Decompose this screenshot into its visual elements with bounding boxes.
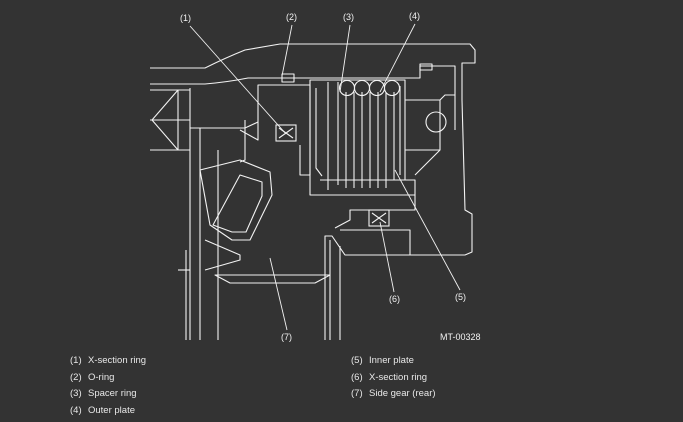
ball-row: [338, 79, 447, 133]
callout-2: (2): [286, 12, 297, 22]
legend-num: (3): [70, 388, 82, 399]
leader-5: [394, 169, 461, 291]
leader-7: [269, 257, 288, 331]
legend-num: (5): [351, 355, 363, 366]
legend-item: (4) Outer plate: [70, 403, 146, 420]
legend-item: (1) X-section ring: [70, 353, 146, 370]
legend-right: (5) Inner plate (6) X-section ring (7) Side…: [351, 353, 436, 403]
bearing-ball: [425, 111, 447, 133]
legend-num: (1): [70, 355, 82, 366]
drawing-lines: [150, 43, 476, 340]
callout-1: (1): [180, 13, 191, 23]
ball-4: [383, 79, 401, 97]
figure-code: MT-00328: [440, 332, 481, 342]
legend-label: Outer plate: [88, 404, 135, 416]
leader-1: [189, 25, 287, 135]
legend-item: (6) X-section ring: [351, 370, 436, 387]
legend-label: Inner plate: [369, 355, 414, 366]
leader-4: [379, 23, 416, 93]
callout-3: (3): [343, 12, 354, 22]
legend-label: O-ring: [88, 371, 115, 383]
legend-item: (5) Inner plate: [351, 353, 436, 370]
legend-item: (2) O-ring: [70, 370, 146, 387]
legend-num: (4): [70, 404, 82, 416]
legend-num: (2): [70, 371, 82, 383]
callout-7: (7): [281, 332, 292, 342]
callout-6: (6): [389, 294, 400, 304]
callout-labels: (1) (2) (3) (4) (5) (6) (7) MT-00328: [180, 11, 481, 342]
legend-label: Spacer ring: [88, 388, 137, 399]
legend-num: (7): [351, 388, 363, 399]
x-section-ring-1-shape: [275, 124, 297, 142]
legend-left: (1) X-section ring (2) O-ring (3) Spacer ri…: [70, 353, 146, 419]
leader-3: [339, 24, 351, 93]
x-section-ring-6-shape: [368, 209, 390, 227]
legend-item: (3) Spacer ring: [70, 386, 146, 403]
legend-label: Side gear (rear): [369, 388, 436, 399]
legend-label: X-section ring: [88, 355, 147, 366]
leader-6: [379, 221, 395, 293]
cross-section-drawing: (1) (2) (3) (4) (5) (6) (7) MT-00328: [150, 11, 481, 342]
leader-lines: [189, 23, 461, 331]
legend-label: X-section ring: [369, 371, 428, 383]
legend-item: (7) Side gear (rear): [351, 386, 436, 403]
leader-2: [281, 24, 293, 77]
legend-num: (6): [351, 371, 363, 383]
callout-5: (5): [455, 292, 466, 302]
callout-4: (4): [409, 11, 420, 21]
